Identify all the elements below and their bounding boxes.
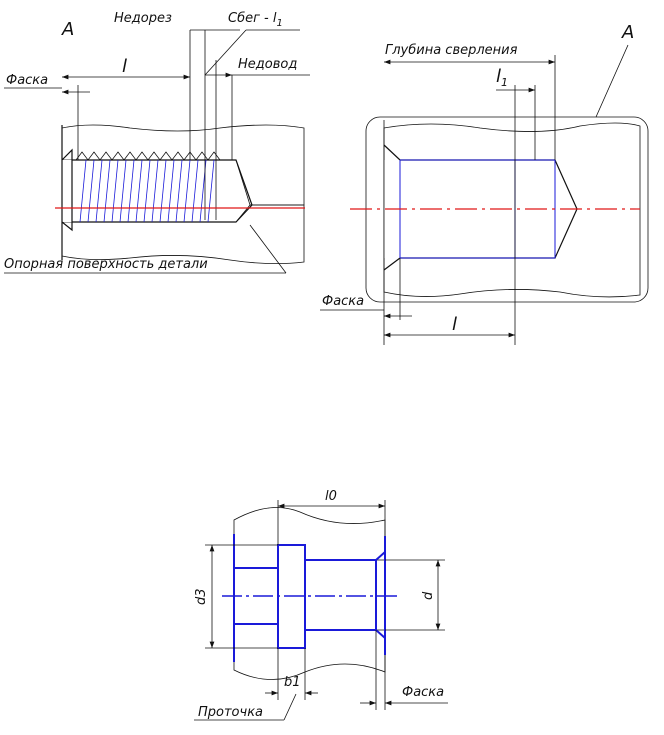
left-body-upper [61,124,305,206]
right-hole-figure [320,44,649,345]
left-section-label: A [61,19,74,40]
d3-label: d3 [194,588,209,605]
l1-label: l1 [496,66,508,89]
groove-label: Проточка [198,705,263,720]
groove-body-upper [233,507,386,569]
left-thread-teeth [75,151,221,161]
groove-chamfer-label: Фаска [402,685,444,700]
runout-label: Сбег - l1 [228,11,283,29]
undercut-label: Недорез [114,11,172,26]
drill-depth-label: Глубина сверления [385,43,518,58]
b1-label: b1 [284,675,301,690]
underfeed-label: Недовод [238,57,297,72]
d-label: d [421,591,436,600]
right-section-label: A [621,22,634,43]
groove-body-lower [233,623,386,680]
left-thread-outline [61,125,253,260]
left-body-lower [61,204,305,264]
support-surface-label: Опорная поверхность детали [4,257,208,272]
right-length-label: l [452,314,457,335]
left-thread-figure [4,29,310,274]
bottom-groove-figure [194,500,448,721]
left-chamfer-label: Фаска [6,73,48,88]
right-body-upper [383,122,641,298]
l0-label: l0 [325,489,337,504]
left-length-label: l [122,56,127,77]
right-chamfer-label: Фаска [322,294,364,309]
